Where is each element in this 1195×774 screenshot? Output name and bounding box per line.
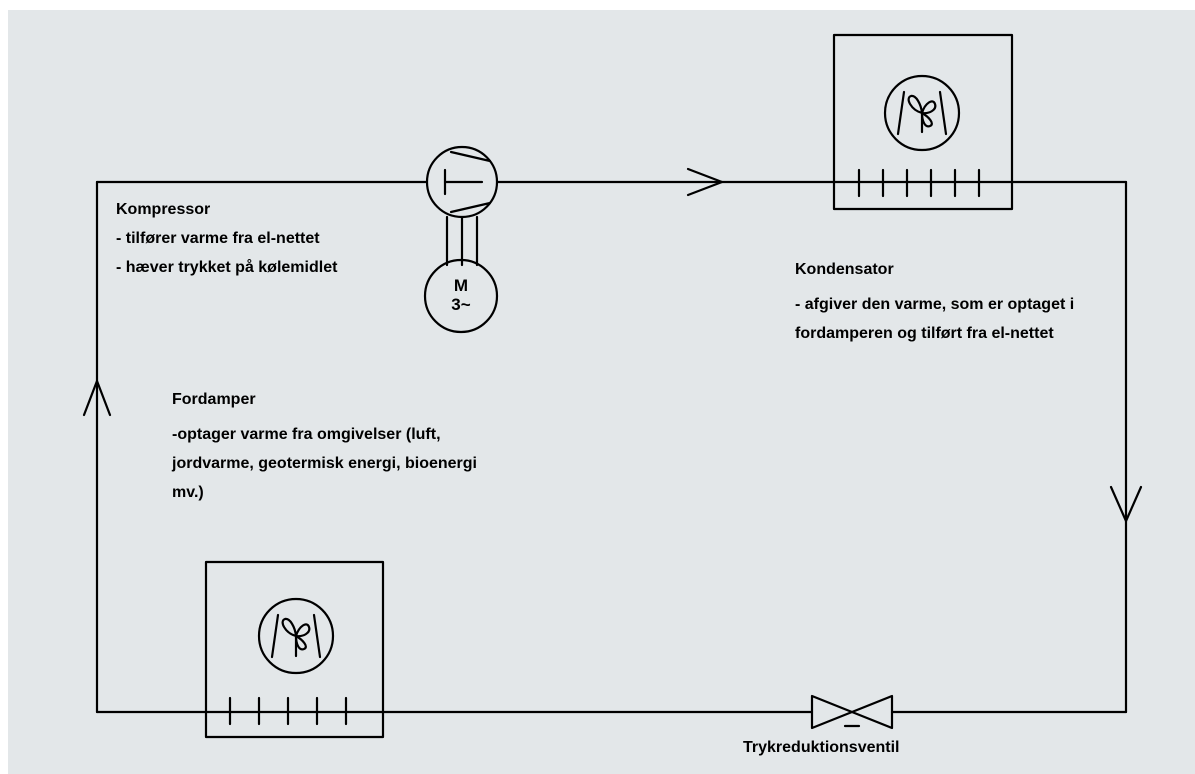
motor-label: M 3~ [441, 276, 481, 314]
refrigerant-loop [95, 180, 1128, 714]
evaporator-desc-line: mv.) [172, 484, 204, 501]
evaporator-label: Fordamper -optager varme fra omgivelser … [172, 385, 477, 507]
flow-arrow-down [1109, 485, 1143, 523]
flow-arrow-up [82, 379, 112, 417]
condenser-unit [832, 33, 1014, 211]
motor-label-phase: 3~ [451, 295, 471, 314]
expansion-valve-icon [810, 694, 894, 730]
evaporator-title: Fordamper [172, 391, 256, 408]
condenser-desc-line: fordamperen og tilført fra el-nettet [795, 325, 1054, 342]
evaporator-fan-icon [257, 597, 335, 675]
flow-arrow-right [686, 167, 724, 197]
compressor-title: Kompressor [116, 201, 211, 218]
compressor-label: Kompressor - tilfører varme fra el-nette… [116, 195, 337, 282]
compressor-icon [425, 145, 499, 267]
compressor-desc-line: - hæver trykket på kølemidlet [116, 259, 338, 276]
condenser-desc-line: - afgiver den varme, som er optaget i [795, 296, 1075, 313]
evaporator-desc-line: -optager varme fra omgivelser (luft, [172, 426, 441, 443]
evaporator-unit [204, 560, 385, 739]
condenser-fan-icon [883, 74, 961, 152]
evaporator-desc-line: jordvarme, geotermisk energi, bioenergi [172, 455, 477, 472]
valve-label: Trykreduktionsventil [743, 739, 900, 756]
compressor-desc-line: - tilfører varme fra el-nettet [116, 230, 320, 247]
condenser-title: Kondensator [795, 261, 894, 278]
condenser-label: Kondensator - afgiver den varme, som er … [795, 255, 1074, 348]
motor-label-m: M [453, 276, 469, 295]
motor-icon [423, 258, 499, 334]
